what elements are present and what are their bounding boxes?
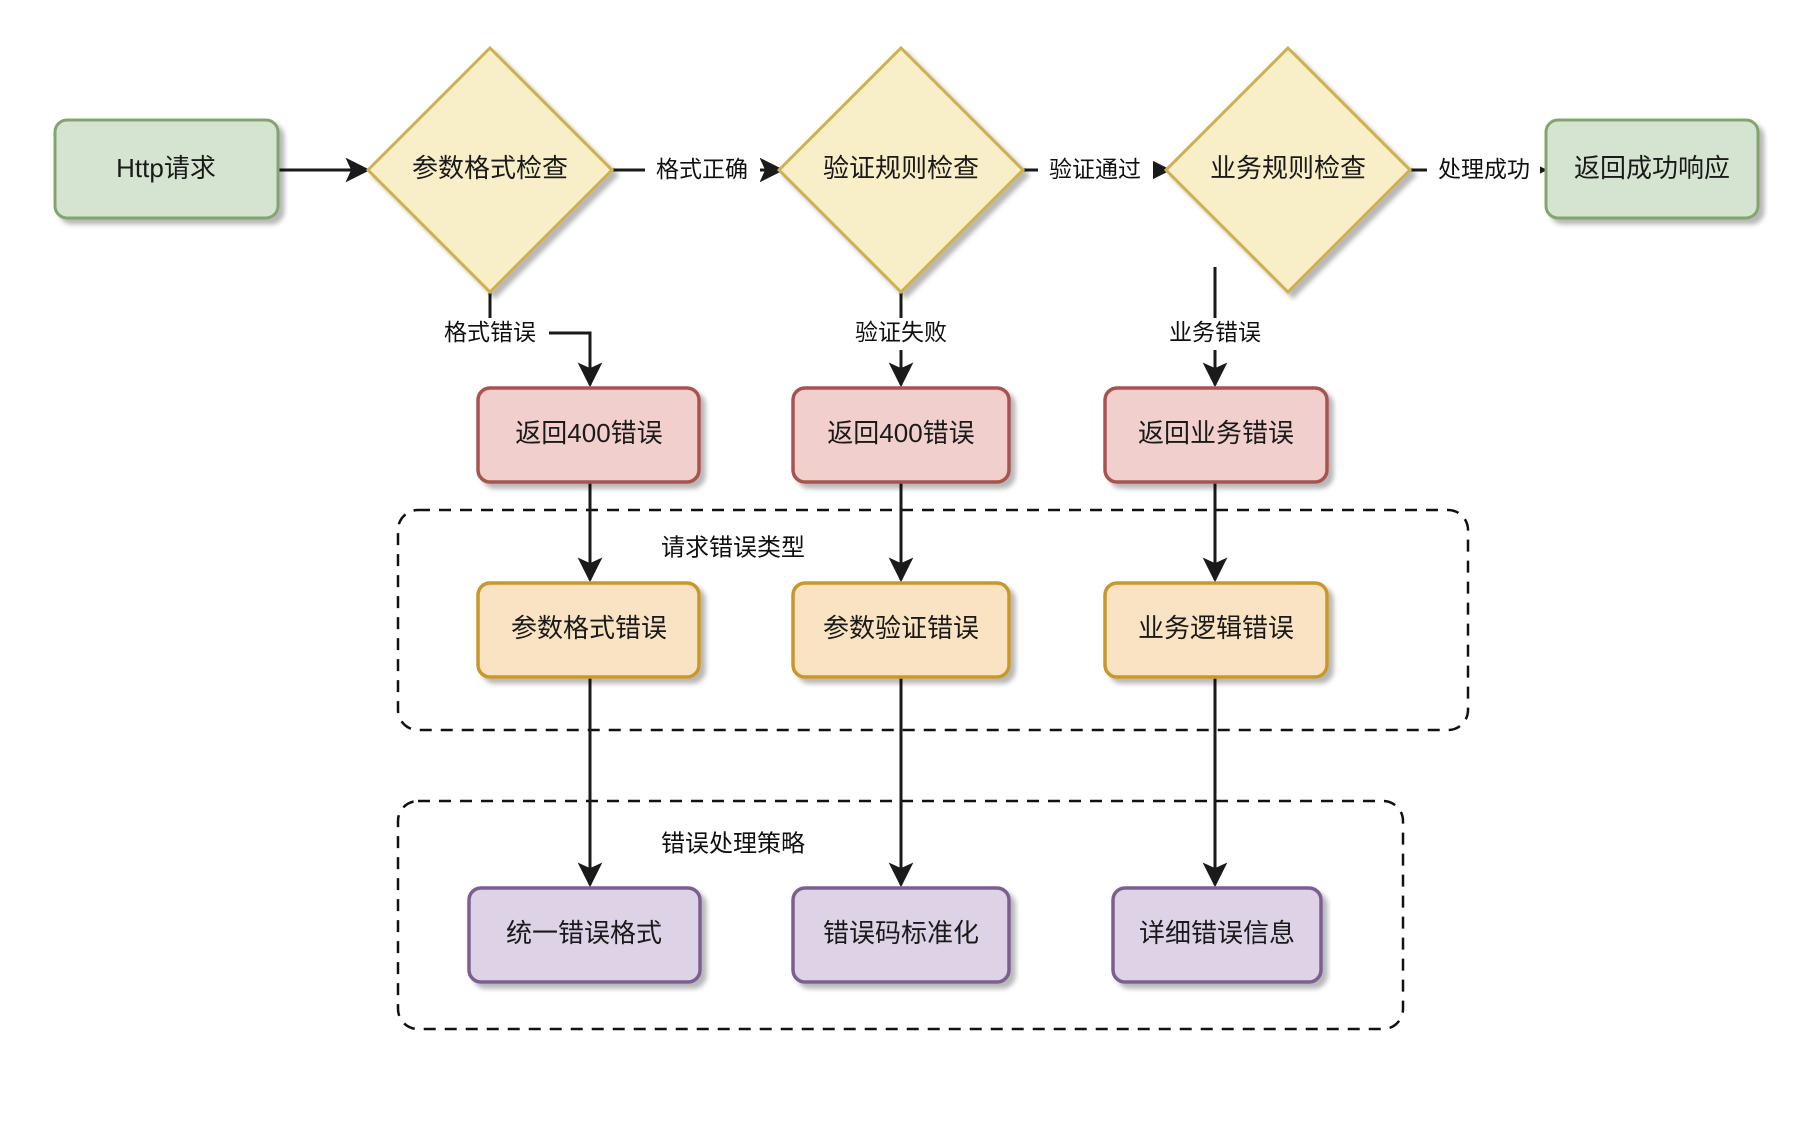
node-type-logic[interactable]: 业务逻辑错误 [1103,581,1329,679]
node-check-rules[interactable]: 验证规则检查 [776,45,1026,295]
node-type-validate-shape[interactable] [791,581,1011,679]
node-err-business-shape[interactable] [1103,386,1329,484]
node-check-business[interactable]: 业务规则检查 [1163,45,1413,295]
node-check-format[interactable]: 参数格式检查 [365,45,615,295]
edge-label-format-err: 格式错误 [432,318,549,350]
node-err-400-a-shape[interactable] [476,386,701,484]
svg-text:处理成功: 处理成功 [1438,156,1530,182]
node-err-400-a[interactable]: 返回400错误 [476,386,701,484]
edge-label-process-ok: 处理成功 [1427,154,1540,186]
svg-text:业务错误: 业务错误 [1169,319,1261,345]
svg-text:验证通过: 验证通过 [1049,156,1141,182]
node-type-validate[interactable]: 参数验证错误 [791,581,1011,679]
node-type-format-shape[interactable] [476,581,701,679]
node-check-rules-shape[interactable] [776,45,1026,295]
cluster-error-types: 请求错误类型 [396,508,1470,732]
node-start[interactable]: Http请求 [53,118,280,220]
node-strat-detail[interactable]: 详细错误信息 [1111,886,1323,984]
svg-text:格式正确: 格式正确 [656,156,748,182]
node-success-shape[interactable] [1544,118,1760,220]
node-err-400-b[interactable]: 返回400错误 [791,386,1011,484]
edge-label-business-err: 业务错误 [1157,318,1274,350]
node-strat-unified-shape[interactable] [467,886,702,984]
node-start-shape[interactable] [53,118,280,220]
edge-label-validate-fail: 验证失败 [843,318,960,350]
svg-text:格式错误: 格式错误 [444,319,536,345]
node-success[interactable]: 返回成功响应 [1544,118,1760,220]
node-err-business[interactable]: 返回业务错误 [1103,386,1329,484]
edge-label-validate-ok: 验证通过 [1038,154,1153,186]
node-strat-detail-shape[interactable] [1111,886,1323,984]
cluster-error-types-box [396,508,1470,732]
svg-text:验证失败: 验证失败 [855,319,947,345]
node-strat-unified[interactable]: 统一错误格式 [467,886,702,984]
edge-labels-layer: 格式正确 验证通过 处理成功 格式错误 验证失败 业务错误 [432,154,1540,350]
node-type-format[interactable]: 参数格式错误 [476,581,701,679]
cluster-error-strategy-label: 错误处理策略 [661,830,805,857]
cluster-error-types-label: 请求错误类型 [661,534,805,561]
node-strat-codes[interactable]: 错误码标准化 [791,886,1011,984]
cluster-error-strategy: 错误处理策略 [396,799,1405,1031]
node-check-format-shape[interactable] [365,45,615,295]
node-err-400-b-shape[interactable] [791,386,1011,484]
node-strat-codes-shape[interactable] [791,886,1011,984]
node-type-logic-shape[interactable] [1103,581,1329,679]
edge-label-format-ok: 格式正确 [645,154,760,186]
node-check-business-shape[interactable] [1163,45,1413,295]
